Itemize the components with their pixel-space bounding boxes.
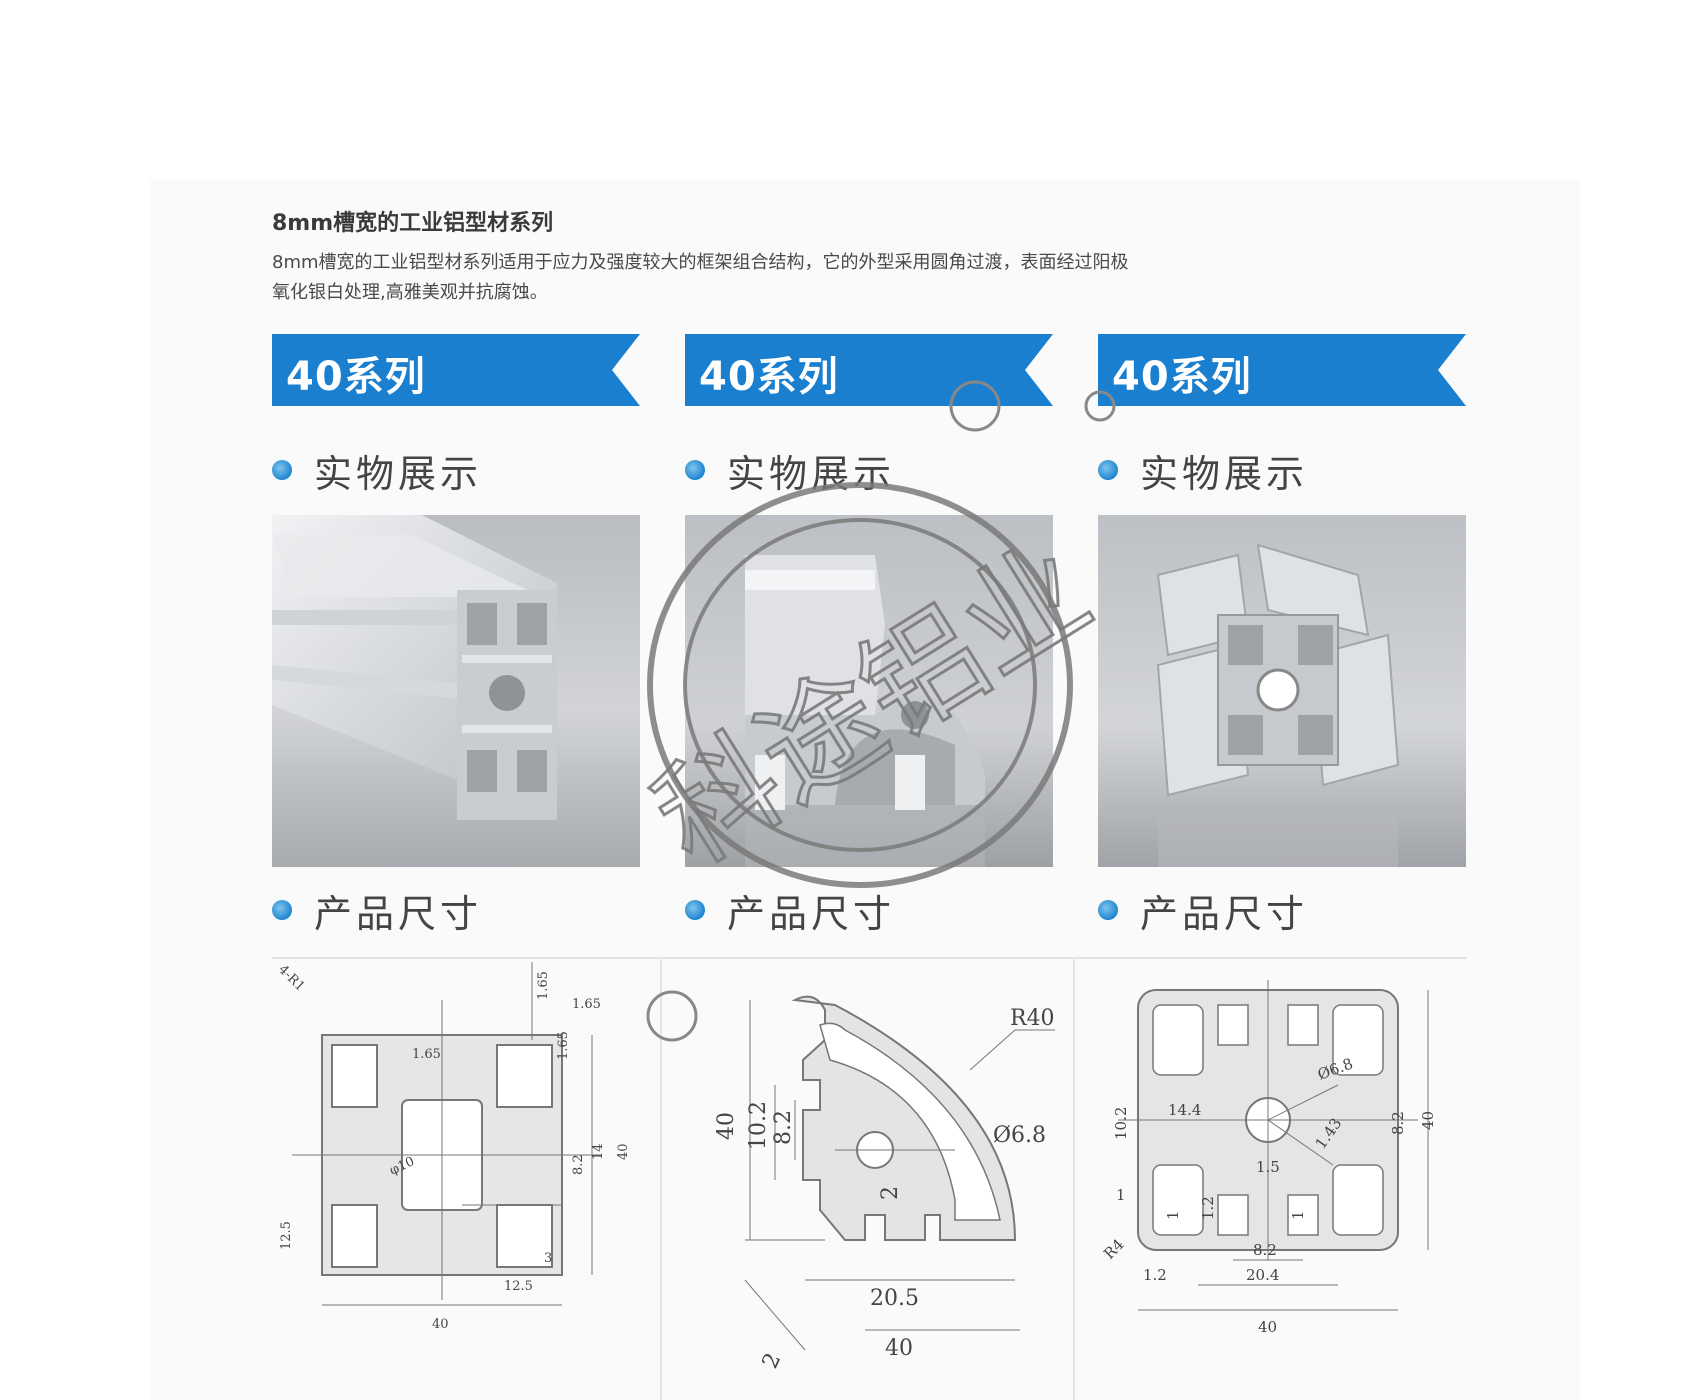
dim-1-b: 1 — [1164, 1210, 1182, 1220]
photo-section-label: 实物展示 — [727, 451, 896, 496]
dim-1-a: 1 — [1116, 1186, 1126, 1204]
banner-ribbon-shape — [1098, 334, 1466, 406]
dim-1-2-a: 1.2 — [1199, 1196, 1217, 1220]
dim-1-65-d: 1.65 — [556, 1031, 571, 1060]
column-divider — [1073, 957, 1075, 1400]
dimension-drawing: 4-R1 1.65 1.65 1.65 1.65 14 40 8.2 φ10 1… — [272, 950, 662, 1400]
size-section-label: 产品尺寸 — [727, 891, 896, 936]
dim-8-2-right: 8.2 — [1389, 1111, 1407, 1135]
photo-section-label: 实物展示 — [1140, 451, 1309, 496]
dim-width-40: 40 — [1258, 1318, 1277, 1336]
size-section-label: 产品尺寸 — [1140, 891, 1309, 936]
size-section-header: 产品尺寸 — [272, 890, 482, 936]
dim-height-40: 40 — [616, 1143, 631, 1160]
registration-circle-icon — [646, 990, 698, 1042]
drawing-divider — [272, 957, 1467, 959]
dim-12-5-left: 12.5 — [279, 1221, 294, 1250]
series-label: 40系列 — [699, 354, 839, 400]
dim-14-4: 14.4 — [1168, 1101, 1201, 1119]
series-banner: 40系列 — [1098, 330, 1466, 410]
product-column-1: 40系列 实物展示 — [272, 330, 640, 1400]
size-section-header: 产品尺寸 — [1098, 890, 1308, 936]
dim-10-2: 10.2 — [1112, 1107, 1130, 1140]
dim-radius-r40: R40 — [1010, 1006, 1055, 1031]
dim-10-2: 10.2 — [746, 1101, 771, 1150]
photo-section-header: 实物展示 — [1098, 450, 1308, 496]
photo-section-label: 实物展示 — [314, 451, 483, 496]
product-column-3: 40系列 实物展示 — [1098, 330, 1466, 1400]
registration-circle-icon — [949, 380, 1001, 432]
dim-8-2-bottom: 8.2 — [1253, 1241, 1277, 1259]
dim-20-5: 20.5 — [870, 1286, 919, 1311]
page-title: 8mm槽宽的工业铝型材系列 — [272, 211, 554, 236]
aluminum-profile-photo — [1098, 515, 1466, 867]
dimension-drawing: R40 Ø6.8 40 10.2 8.2 2 20.5 2 40 — [685, 950, 1075, 1400]
dim-1-65-b: 1.65 — [572, 997, 601, 1012]
dim-corner-radius: 4-R1 — [275, 962, 307, 994]
dim-1-65-a: 1.65 — [536, 971, 551, 1000]
dim-3: 3 — [544, 1251, 552, 1266]
dimension-drawing: 10.2 14.4 8.2 40 Ø6.8 1.43 1.5 1 1 1.2 1… — [1098, 950, 1488, 1400]
registration-circle-icon — [1084, 390, 1116, 422]
aluminum-profile-photo — [685, 515, 1053, 867]
size-section-header: 产品尺寸 — [685, 890, 895, 936]
description-line-1: 8mm槽宽的工业铝型材系列适用于应力及强度较大的框架组合结构，它的外型采用圆角过… — [272, 252, 1129, 273]
dim-1-c: 1 — [1289, 1210, 1307, 1220]
description-line-2: 氧化银白处理,高雅美观并抗腐蚀。 — [272, 282, 548, 303]
dim-2-wall: 2 — [758, 1349, 787, 1372]
product-column-2: 40系列 实物展示 产品尺寸 — [685, 330, 1055, 1400]
photo-section-header: 实物展示 — [685, 450, 895, 496]
aluminum-profile-photo — [272, 515, 640, 867]
bullet-dot-icon — [1098, 900, 1118, 920]
dim-8-2: 8.2 — [771, 1110, 796, 1145]
bullet-dot-icon — [1098, 460, 1118, 480]
dim-height-40: 40 — [714, 1112, 739, 1140]
dim-width-40: 40 — [432, 1317, 449, 1332]
dim-width-40: 40 — [885, 1336, 913, 1361]
photo-section-header: 实物展示 — [272, 450, 482, 496]
dim-12-5-bottom: 12.5 — [504, 1279, 533, 1294]
series-banner: 40系列 — [272, 330, 640, 410]
banner-ribbon-shape — [272, 334, 640, 406]
series-label: 40系列 — [286, 354, 426, 400]
bullet-dot-icon — [685, 460, 705, 480]
column-divider — [660, 957, 662, 1400]
bullet-dot-icon — [272, 900, 292, 920]
dim-slot-8-2: 8.2 — [571, 1154, 586, 1175]
dim-1-65-c: 1.65 — [412, 1047, 441, 1062]
dim-14: 14 — [591, 1143, 606, 1160]
series-label: 40系列 — [1112, 354, 1252, 400]
dim-1-2-b: 1.2 — [1143, 1266, 1167, 1284]
bullet-dot-icon — [272, 460, 292, 480]
dim-1-5: 1.5 — [1256, 1158, 1280, 1176]
dim-20-4: 20.4 — [1246, 1266, 1279, 1284]
bullet-dot-icon — [685, 900, 705, 920]
page-description: 8mm槽宽的工业铝型材系列适用于应力及强度较大的框架组合结构，它的外型采用圆角过… — [272, 248, 1342, 308]
dim-height-40: 40 — [1419, 1111, 1437, 1130]
size-section-label: 产品尺寸 — [314, 891, 483, 936]
dim-hole-6-8: Ø6.8 — [993, 1123, 1046, 1148]
dim-corner-r4: R4 — [1100, 1235, 1127, 1262]
dim-2-slot: 2 — [878, 1186, 903, 1200]
